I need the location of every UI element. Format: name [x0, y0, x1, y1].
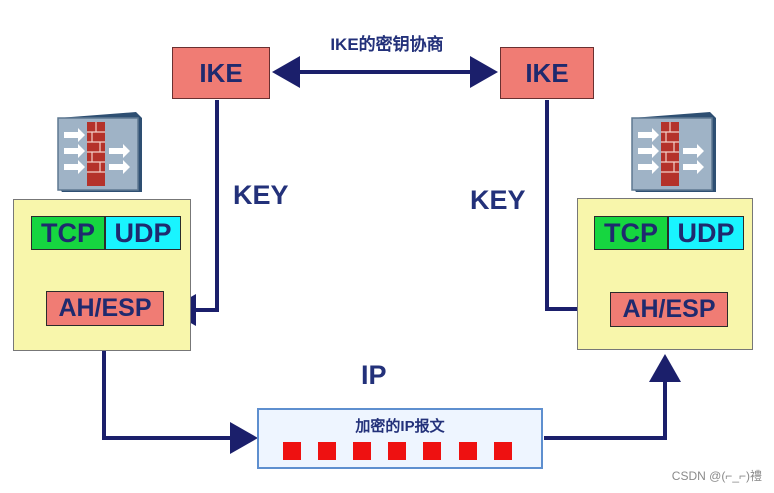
- packet-to-right-arrow: [544, 354, 681, 440]
- left-to-packet-arrow: [102, 351, 258, 454]
- packet-block: [283, 442, 301, 460]
- key-label-left: KEY: [233, 180, 289, 210]
- negotiation-label: IKE的密钥协商: [330, 35, 444, 54]
- right-ahesp-cell: AH/ESP: [610, 292, 728, 327]
- watermark: CSDN @(⌐_⌐)禮: [671, 469, 762, 483]
- right-tcp-cell: TCP: [594, 216, 668, 250]
- packet-block: [459, 442, 477, 460]
- left-udp-cell: UDP: [105, 216, 181, 250]
- packet-block: [318, 442, 336, 460]
- packet-block: [388, 442, 406, 460]
- packet-label: 加密的IP报文: [355, 418, 445, 435]
- ip-label: IP: [361, 360, 387, 390]
- ike-box-right: IKE: [500, 47, 594, 99]
- packet-block: [353, 442, 371, 460]
- key-label-right: KEY: [470, 185, 526, 215]
- right-udp-cell: UDP: [668, 216, 744, 250]
- left-ahesp-cell: AH/ESP: [46, 291, 164, 326]
- ike-box-left: IKE: [172, 47, 270, 99]
- packet-block: [494, 442, 512, 460]
- firewall-icon: [626, 112, 720, 192]
- encrypted-packet: 加密的IP报文: [257, 408, 543, 469]
- left-tcp-cell: TCP: [31, 216, 105, 250]
- packet-block: [423, 442, 441, 460]
- firewall-icon: [52, 112, 146, 192]
